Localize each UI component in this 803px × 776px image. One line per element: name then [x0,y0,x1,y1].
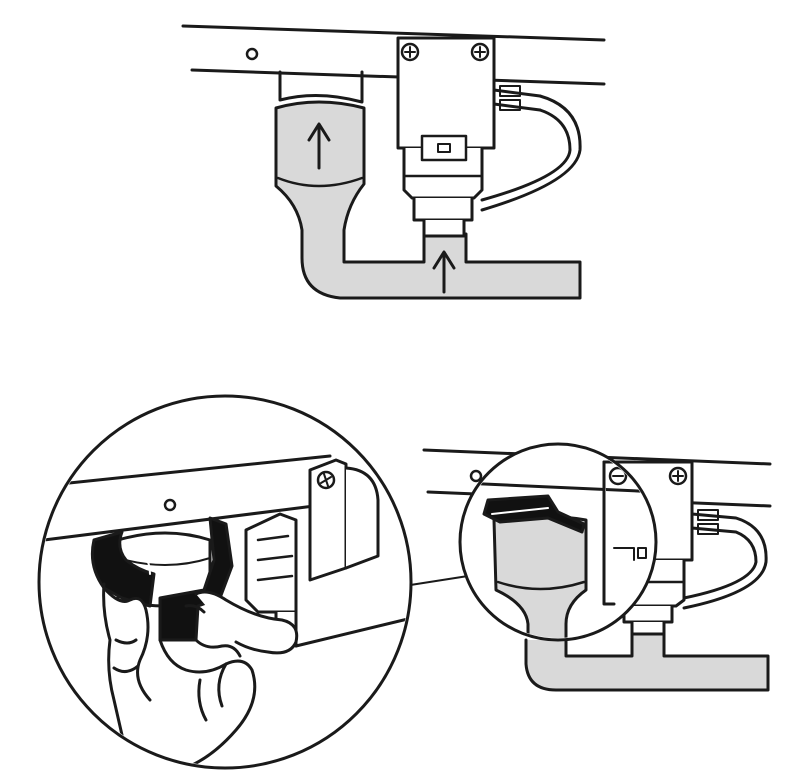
screw-hole-icon [245,47,259,61]
up-arrow-icon [307,122,331,170]
valve-wires [480,85,582,212]
screw-icon [316,470,336,490]
water-pipe [274,70,582,300]
callout-line [403,575,469,587]
cabinet-panel [181,24,606,86]
top-panel [181,24,606,300]
water-valve [396,36,496,238]
up-arrow-icon [432,250,456,294]
large-magnifier [37,394,413,770]
screw-hole-icon [469,469,483,483]
screw-icon [668,466,688,486]
small-magnifier [458,442,658,642]
screw-icon [400,42,420,62]
screw-icon [470,42,490,62]
